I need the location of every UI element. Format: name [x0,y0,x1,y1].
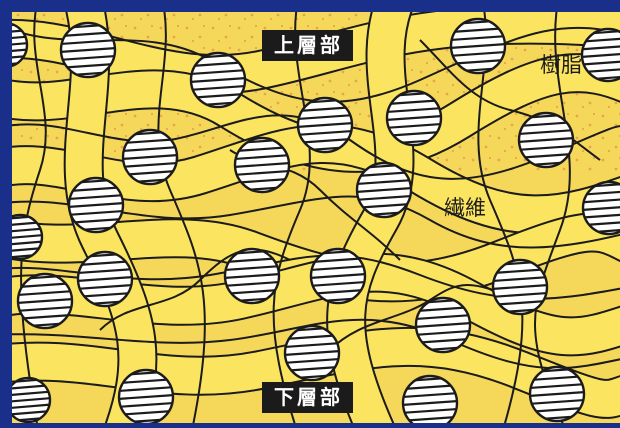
fiber-strand [534,12,571,423]
fiber-cross-section [385,89,443,147]
fiber-cross-section [528,365,586,423]
fiber-cross-section [223,247,281,305]
fiber-cross-section [59,21,117,79]
fiber-cross-section [491,258,549,316]
fiber-cross-section [76,250,134,308]
fiber-cross-section [449,17,507,75]
fiber-cross-section [517,111,575,169]
fiber-strand [157,12,206,423]
fiber-cross-section [67,176,125,234]
fiber-band [328,12,413,423]
fiber-cross-section [414,296,472,354]
fiber-cross-section [283,324,341,382]
fiber-cross-section [233,136,291,194]
fiber-cross-section [121,128,179,186]
upper-layer-label: 上層部 [262,30,353,61]
fiber-cross-section [117,368,175,423]
fiber-cross-section [581,180,620,236]
fiber-cross-section [189,51,247,109]
fiber-cross-section [16,272,74,330]
lower-layer-label: 下層部 [262,382,353,413]
fiber-cross-section [355,161,413,219]
resin-label: 樹脂 [540,53,582,77]
fiber-cross-section [401,374,459,423]
fiber-label: 繊維 [444,196,486,220]
fiber-cross-section [309,247,367,305]
fiber-cross-section [296,96,354,154]
fiber-strand [20,12,47,423]
fiber-strand [272,12,311,423]
fiber-strand [12,114,620,180]
